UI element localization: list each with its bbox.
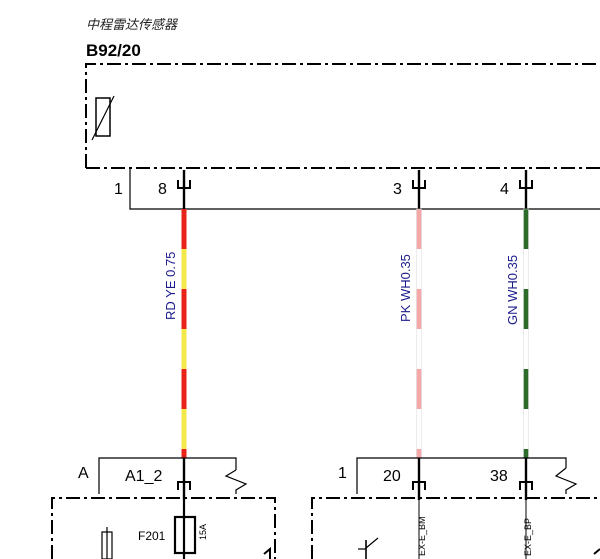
fuse-symbol: [173, 500, 197, 559]
wire-label-pk-wh: PK WH0.35: [398, 254, 413, 322]
pin-label-20: 20: [383, 468, 401, 485]
wire-segment: [416, 449, 422, 458]
edge-mark-right: [593, 548, 600, 555]
wire-segment: [416, 369, 422, 409]
connector-1-housing: [356, 457, 567, 494]
wire-segment: [181, 369, 187, 409]
wire-segment: [523, 289, 529, 329]
wire-segment: [416, 409, 422, 449]
sensor-symbol: [95, 97, 111, 137]
wire-segment: [181, 209, 187, 249]
component-subtitle: 中程雷达传感器: [86, 17, 178, 32]
wire-segment: [523, 329, 529, 369]
pin-fork-38: [519, 458, 533, 500]
transistor-symbol: [358, 537, 379, 559]
wire-segment: [416, 209, 422, 249]
component-code: B92/20: [86, 41, 141, 60]
wire-group: [181, 208, 529, 459]
fuse-label: F201: [138, 529, 166, 543]
wire-segment: [181, 289, 187, 329]
fuse-rating: 15A: [198, 523, 208, 540]
pin-fork-20: [412, 458, 426, 500]
signal-label-bm: EX-E_BM: [417, 516, 427, 556]
wire-label-rd-ye: RD YE 0.75: [163, 251, 178, 320]
connector-top-housing: [129, 168, 600, 210]
connector-a-break: [224, 469, 248, 494]
pin-number-3: 3: [393, 181, 402, 198]
pin-number-8: 8: [158, 181, 167, 198]
wire-segment: [523, 409, 529, 449]
pin-label-38: 38: [490, 468, 508, 485]
wire-segment: [416, 289, 422, 329]
connector-group-label: A: [78, 465, 89, 482]
pin-fork-8: [177, 170, 191, 209]
wire-segment: [416, 249, 422, 289]
wire-segment: [523, 449, 529, 458]
connector-1-break: [554, 467, 578, 494]
connector-1-label: 1: [338, 465, 347, 482]
module-right-housing: [311, 497, 600, 559]
edge-mark-left: [263, 546, 271, 559]
pin-label-a1-2: A1_2: [125, 468, 163, 485]
sensor-slash: [91, 95, 115, 141]
wire-segment: [181, 449, 187, 458]
module-component-symbol: [101, 527, 113, 559]
wire-segment: [523, 369, 529, 409]
component-housing: [85, 63, 600, 168]
wire-segment: [523, 209, 529, 249]
pin-number-4: 4: [500, 181, 509, 198]
signal-label-bp: EX-E_BP: [523, 517, 533, 556]
pin-fork-4: [519, 170, 533, 209]
wire-label-gn-wh: GN WH0.35: [505, 254, 520, 325]
wire-segment: [181, 329, 187, 369]
module-left-housing: [51, 497, 276, 559]
pin-number-1: 1: [114, 181, 123, 198]
wire-segment: [416, 329, 422, 369]
pin-fork-a1-2: [177, 458, 191, 500]
wire-segment: [523, 249, 529, 289]
connector-a-housing: [98, 457, 237, 494]
wire-segment: [181, 249, 187, 289]
wire-segment: [181, 409, 187, 449]
pin-fork-3: [412, 170, 426, 209]
